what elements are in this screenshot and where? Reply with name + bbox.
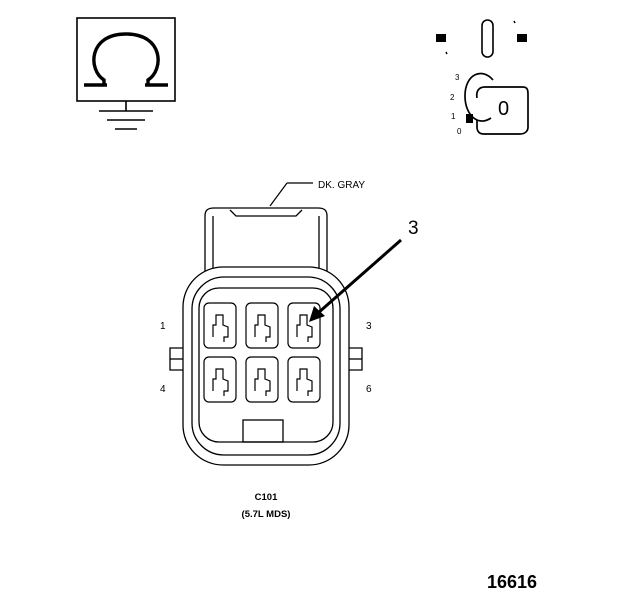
connector-latch bbox=[204, 207, 328, 271]
switch-position-dot bbox=[466, 114, 473, 123]
key-label: 0 bbox=[498, 98, 509, 120]
connector-outer-shell bbox=[182, 266, 350, 466]
switch-left-mark bbox=[436, 34, 446, 42]
connector-side-ribs bbox=[169, 347, 363, 371]
terminal-cavity-6 bbox=[287, 356, 321, 403]
connector-subname: (5.7L MDS) bbox=[242, 509, 291, 520]
callout-number: 3 bbox=[408, 218, 419, 239]
connector-bottom-key bbox=[242, 419, 284, 443]
wire-leader bbox=[269, 182, 313, 207]
ignition-position-2: 2 bbox=[450, 93, 455, 102]
ignition-switch-icon bbox=[436, 19, 529, 135]
switch-right-mark bbox=[517, 34, 527, 42]
callout-arrow bbox=[309, 238, 402, 322]
connector-name: C101 bbox=[255, 492, 278, 503]
pin-label-1: 1 bbox=[160, 321, 166, 332]
terminal-cavities bbox=[203, 302, 321, 403]
ohm-symbol-icon bbox=[84, 32, 168, 87]
switch-slot bbox=[481, 19, 494, 58]
terminal-cavity-4 bbox=[203, 356, 237, 403]
ohmmeter-symbol bbox=[76, 17, 176, 130]
ignition-position-3: 3 bbox=[455, 73, 460, 82]
wire-color-label: DK. GRAY bbox=[318, 180, 365, 191]
terminal-cavity-5 bbox=[245, 356, 279, 403]
ignition-position-0: 0 bbox=[457, 127, 462, 136]
connector-c101 bbox=[169, 207, 363, 466]
terminal-cavity-1 bbox=[203, 302, 237, 349]
ignition-position-1: 1 bbox=[451, 112, 456, 121]
terminal-cavity-2 bbox=[245, 302, 279, 349]
key-icon bbox=[464, 72, 529, 135]
ohmmeter-box bbox=[76, 17, 176, 102]
pin-label-4: 4 bbox=[160, 384, 166, 395]
pin-label-6: 6 bbox=[366, 384, 372, 395]
terminal-cavity-3 bbox=[287, 302, 321, 349]
ground-icon bbox=[99, 101, 153, 130]
figure-number: 16616 bbox=[487, 572, 537, 592]
pin-label-3: 3 bbox=[366, 321, 372, 332]
